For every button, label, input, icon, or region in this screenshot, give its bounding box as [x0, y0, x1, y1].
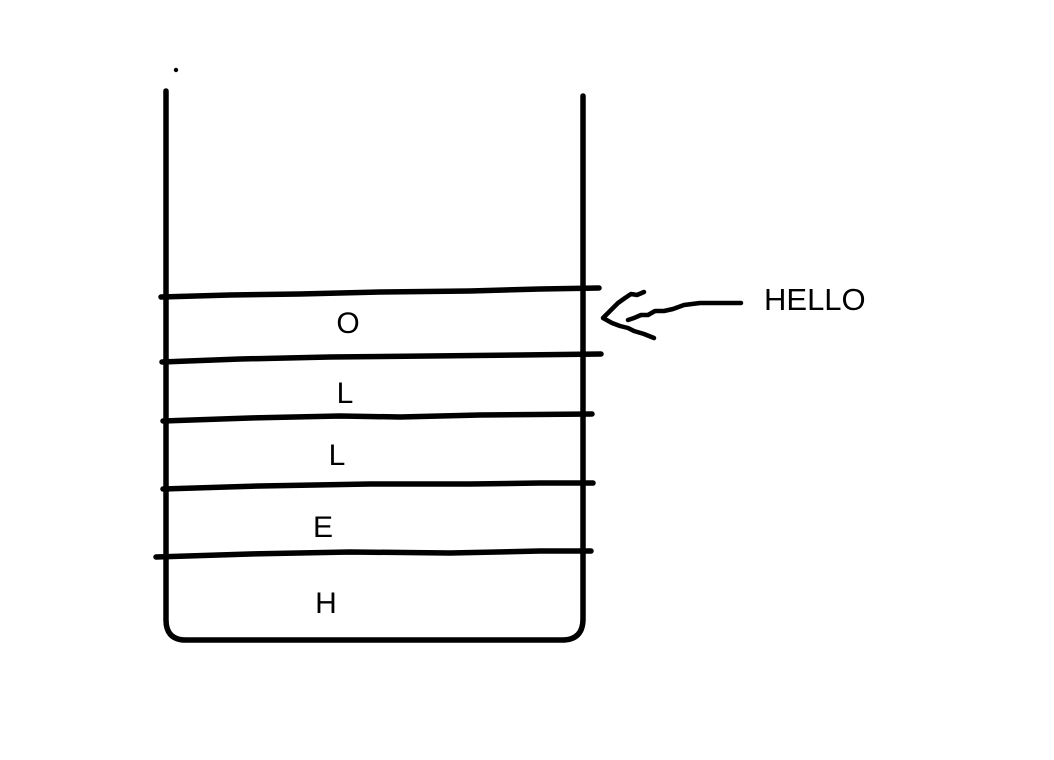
stray-dot [173, 67, 179, 73]
stack-divider-5 [153, 548, 594, 560]
stack-cell-letter-3: L [328, 439, 346, 472]
stack-divider-1 [158, 285, 602, 300]
stack-cell-letter-4: E [312, 511, 334, 544]
stack-divider-4 [160, 480, 596, 492]
stack-container-outline [163, 88, 586, 643]
arrow-head [600, 289, 657, 341]
stack-divider-2 [159, 351, 604, 365]
stack-top-annotation: HELLO [764, 282, 866, 317]
stack-cell-letter-top: O [336, 307, 360, 340]
stack-cell-letter-bottom: H [315, 587, 337, 620]
stack-divider-3 [160, 411, 595, 424]
arrow-shaft [625, 300, 744, 323]
stack-cell-letter-2: L [336, 377, 354, 410]
